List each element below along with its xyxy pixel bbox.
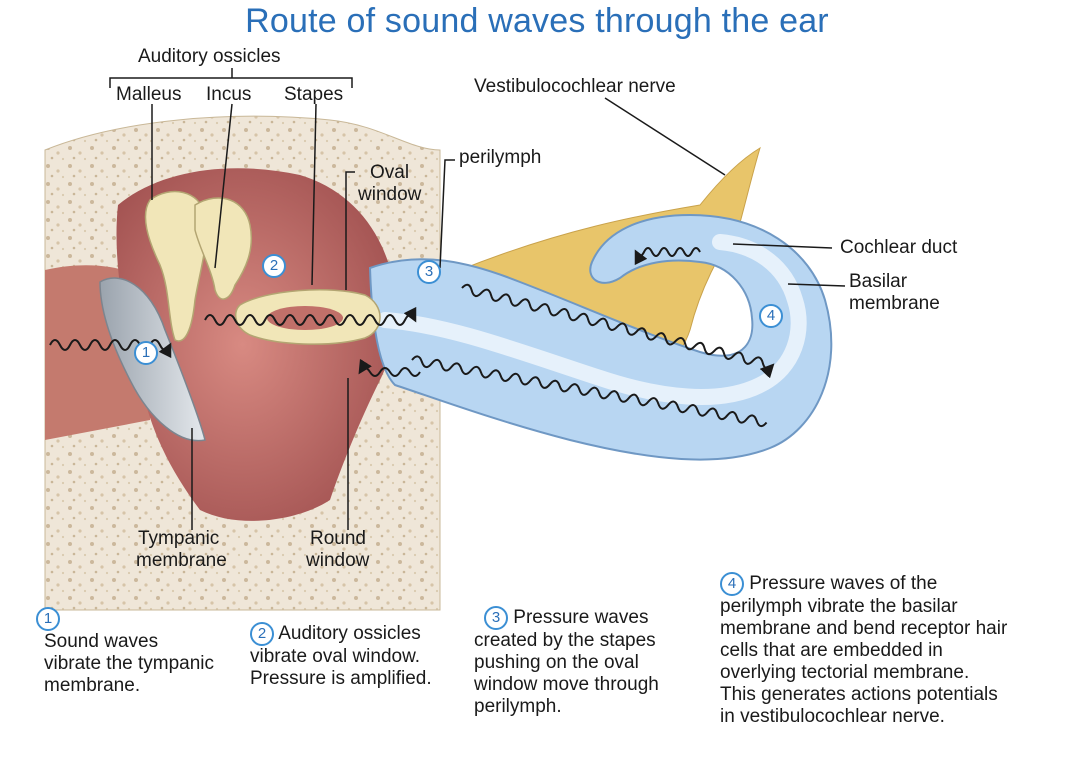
caption-2-line-2: vibrate oval window. [250,646,421,667]
caption-4-line-7: in vestibulocochlear nerve. [720,706,945,727]
marker-step-4: 4 [759,304,783,328]
caption-3-line-3: pushing on the oval [474,652,639,673]
oval-window-leader [345,171,355,290]
cochlear-duct-leader [732,243,833,249]
label-tympanic-membrane-1: Tympanic [138,528,220,549]
label-malleus: Malleus [116,84,182,105]
label-round-window-2: window [306,550,370,571]
label-auditory-ossicles: Auditory ossicles [138,46,281,67]
marker-step-3: 3 [417,260,441,284]
label-tympanic-membrane-2: membrane [136,550,227,571]
caption-4-line-3: membrane and bend receptor hair [720,618,1008,639]
perilymph-leader [439,159,455,269]
caption-badge-1: 1 [36,607,60,631]
nerve-leader [604,97,726,176]
caption-1-line-1: Sound waves [44,631,159,652]
caption-badge-3: 3 [484,606,508,630]
caption-2-line-3: Pressure is amplified. [250,668,432,689]
marker-step-2: 2 [262,254,286,278]
caption-3-line-2: created by the stapes [474,630,656,651]
diagram-title: Route of sound waves through the ear [245,2,829,40]
caption-badge-2: 2 [250,622,274,646]
cochlear-duct-strip [377,234,807,405]
label-basilar-membrane-2: membrane [849,293,940,314]
caption-step-4: 4 Pressure waves of the perilymph vibrat… [720,572,1007,728]
caption-3-line-1: Pressure waves [513,607,649,629]
label-vestibulocochlear-nerve: Vestibulocochlear nerve [474,76,676,97]
label-incus: Incus [206,84,252,105]
caption-4-line-5: overlying tectorial membrane. [720,662,970,683]
caption-4-line-4: cells that are embedded in [720,640,943,661]
label-stapes: Stapes [284,84,344,105]
caption-1-line-3: membrane. [44,675,141,696]
caption-1-line-2: vibrate the tympanic [44,653,215,674]
label-oval-window-1: Oval [370,162,410,183]
caption-4-line-6: This generates actions potentials [720,684,998,705]
caption-4-line-2: perilymph vibrate the basilar [720,596,958,617]
ossicles-bracket [109,77,353,88]
caption-badge-4: 4 [720,572,744,596]
sound-wave-4 [411,355,768,428]
label-oval-window-2: window [358,184,422,205]
marker-step-1: 1 [134,341,158,365]
incus-bone [194,197,253,300]
sound-wave-3 [461,283,775,379]
basilar-membrane-leader [787,283,846,287]
caption-4-line-1: Pressure waves of the [749,573,938,595]
caption-step-3: 3 Pressure waves created by the stapes p… [474,606,659,718]
sound-wave-2 [204,306,417,326]
caption-step-2: 2 Auditory ossicles vibrate oval window.… [250,622,432,690]
apex-wave [634,247,701,266]
stapes-leader [311,103,317,286]
label-round-window-1: Round [310,528,366,549]
caption-2-line-1: Auditory ossicles [278,623,421,645]
label-cochlear-duct: Cochlear duct [840,237,958,258]
caption-3-line-4: window move through [474,674,659,695]
label-basilar-membrane-1: Basilar [849,271,908,292]
label-perilymph: perilymph [459,147,542,168]
caption-step-1: 1 Sound waves vibrate the tympanic membr… [36,607,214,697]
caption-3-line-5: perilymph. [474,696,562,717]
round-window-wave [358,358,421,377]
incus-leader [214,103,233,269]
